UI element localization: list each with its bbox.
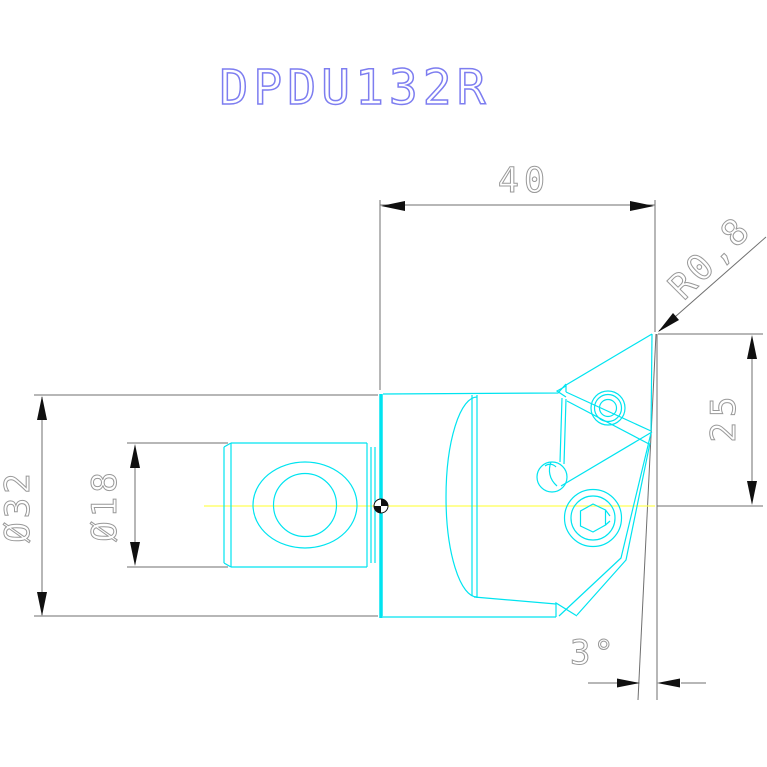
dim-flank-angle-label: 3° [570, 633, 617, 673]
insert-screw-hole [598, 398, 618, 418]
dim-shank-diameter-label: Ø18 [85, 468, 125, 541]
clamp-detail [536, 461, 568, 493]
insert [555, 333, 653, 487]
flank-edge-outer [558, 432, 652, 617]
dim-head-length-label: 40 [498, 161, 550, 201]
head [379, 383, 652, 618]
shank [223, 442, 376, 568]
insert-screw-outer [590, 390, 626, 426]
pocket-corner-relief [555, 385, 567, 398]
dim-body-diameter-label: Ø32 [0, 469, 38, 542]
flank-edge-inner [576, 442, 651, 616]
dim-corner-radius-label: R0,8 [661, 209, 760, 308]
hex-screw [563, 488, 623, 548]
insert-screw-mid [593, 393, 623, 423]
pocket-seat-line [566, 400, 650, 445]
dimension-arrowheads [37, 201, 757, 688]
dimension-lines [34, 200, 767, 701]
shank-port-inner [272, 472, 338, 538]
drawing-title: DPDU132R [219, 60, 490, 116]
shank-port-outer [252, 461, 358, 549]
dim-tip-height-label: 25 [704, 392, 744, 443]
front-face-arc [445, 396, 478, 598]
pocket-bottom-line [560, 431, 653, 487]
center-mark [373, 498, 389, 514]
part-outline [223, 333, 653, 618]
